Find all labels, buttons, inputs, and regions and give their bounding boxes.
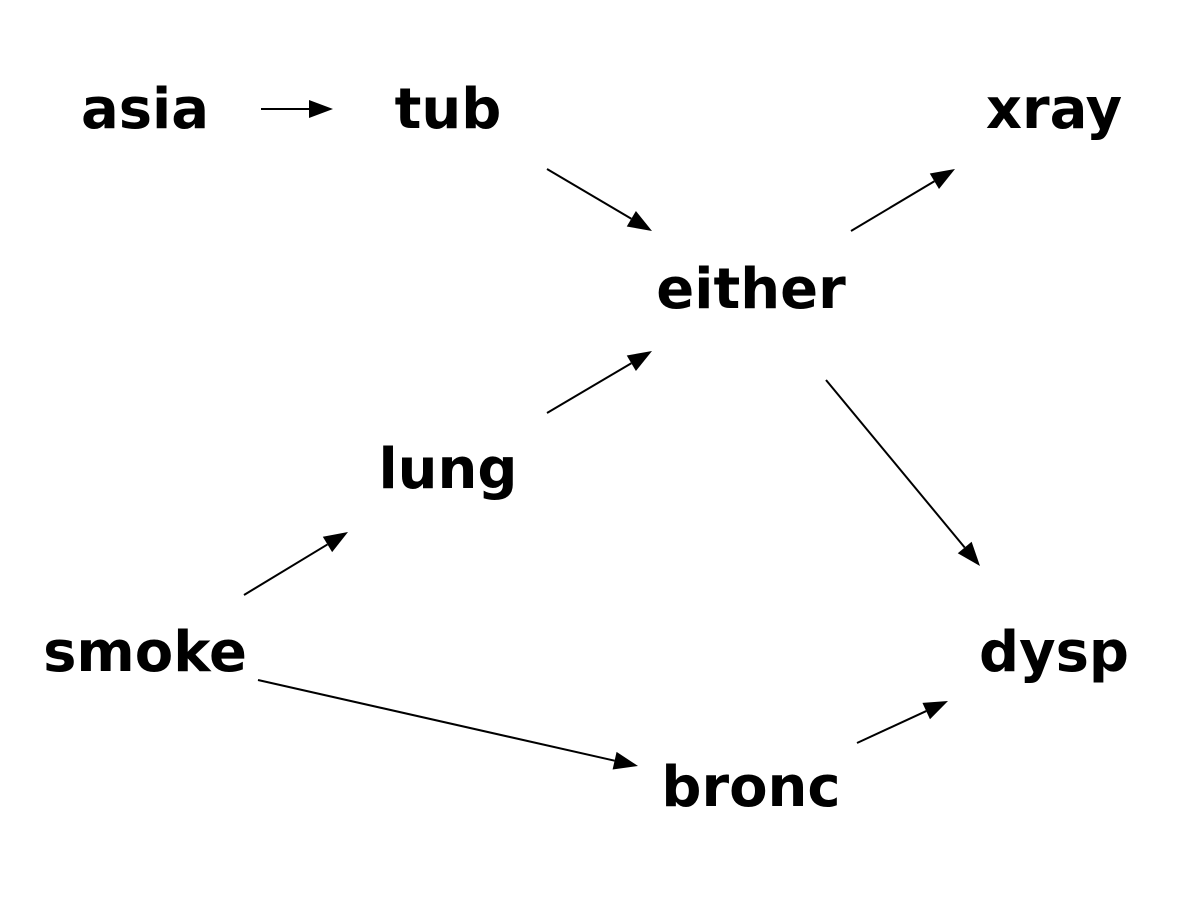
node-either: either [656, 257, 846, 322]
edges-layer [243, 100, 980, 770]
edge-bronc-to-dysp [856, 701, 948, 744]
edge-line [856, 710, 927, 744]
arrowhead-icon [626, 211, 652, 231]
edge-line [546, 362, 632, 414]
nodes-layer: asia tub xray either lung smoke dysp bro… [43, 77, 1129, 820]
edge-either-to-dysp [825, 379, 980, 566]
node-bronc: bronc [661, 755, 840, 820]
node-lung: lung [378, 437, 517, 502]
edge-line [850, 180, 935, 232]
edge-line [546, 168, 632, 220]
arrowhead-icon [929, 169, 955, 190]
edge-tub-to-either [546, 168, 652, 231]
edge-lung-to-either [546, 351, 652, 414]
edge-line [257, 679, 615, 762]
edge-smoke-to-lung [243, 532, 348, 596]
node-xray: xray [986, 77, 1122, 142]
arrowhead-icon [957, 541, 980, 566]
arrowhead-icon [922, 701, 948, 720]
edge-either-to-xray [850, 169, 955, 232]
edge-smoke-to-bronc [257, 679, 638, 770]
node-asia: asia [81, 77, 209, 142]
arrowhead-icon [612, 751, 638, 770]
edge-asia-to-tub [261, 100, 333, 118]
node-dysp: dysp [979, 620, 1129, 685]
node-smoke: smoke [43, 620, 247, 685]
node-tub: tub [395, 77, 502, 142]
arrowhead-icon [309, 100, 333, 118]
arrowhead-icon [322, 532, 348, 553]
edge-line [243, 543, 328, 596]
edge-line [825, 379, 966, 549]
arrowhead-icon [626, 351, 652, 371]
